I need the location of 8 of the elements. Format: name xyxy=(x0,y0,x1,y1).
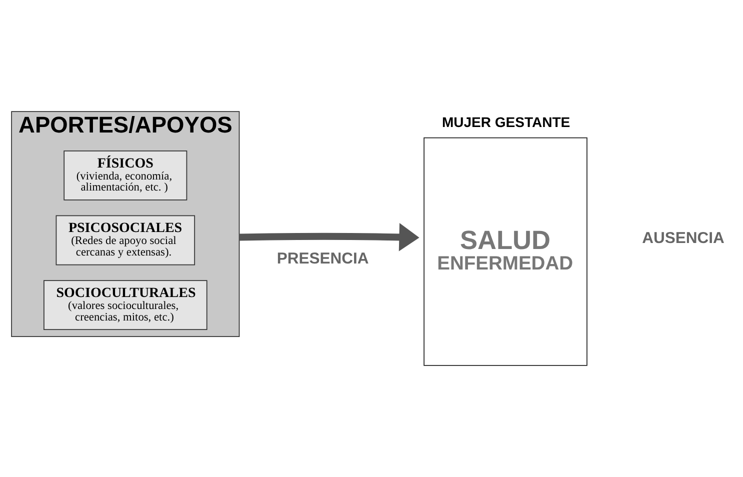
node-label: MUJER GESTANTE xyxy=(442,114,570,130)
label: AUSENCIA xyxy=(642,230,724,248)
node-box: PSICOSOCIALES (Redes de apoyo social cercanas y extensas). xyxy=(56,215,196,266)
node-box: SOCIOCULTURALES (valores socioculturales, creencias, mitos, etc.) xyxy=(44,280,208,330)
node-box: FÍSICOS (vivienda, economía, alimentación, etc. ) xyxy=(64,150,188,200)
label: PRESENCIA xyxy=(276,250,369,268)
node-box: SALUD ENFERMEDAD xyxy=(424,137,588,366)
arrow xyxy=(239,223,420,252)
